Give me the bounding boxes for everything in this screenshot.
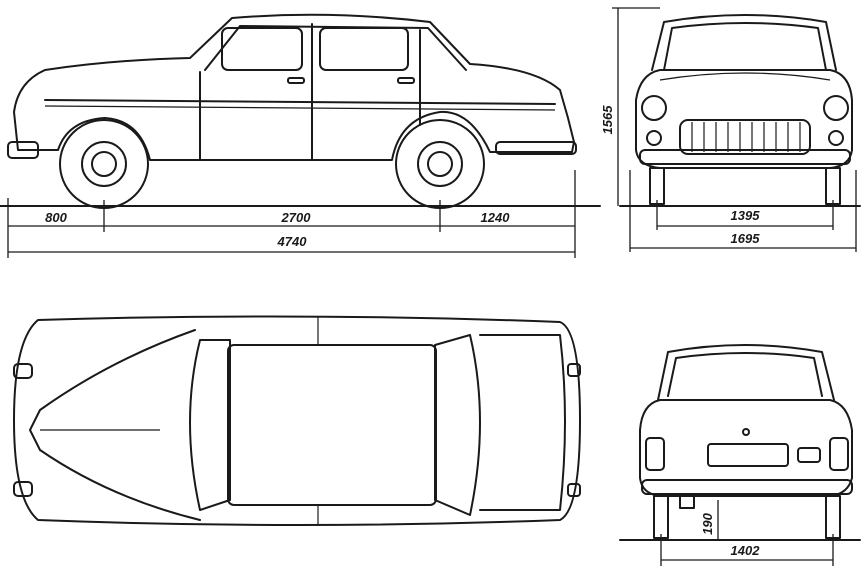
rear-dimensions: 190 1402 bbox=[660, 500, 834, 566]
front-roof-outline bbox=[651, 14, 837, 71]
rear-view bbox=[619, 344, 861, 541]
rear-trunk-lock bbox=[742, 428, 750, 436]
side-front-bumper bbox=[7, 141, 39, 159]
side-rear-hub-center bbox=[427, 151, 453, 177]
dim-ground-clearance: 190 bbox=[700, 512, 715, 534]
side-body-outline bbox=[13, 13, 575, 161]
rear-bumper bbox=[641, 479, 853, 495]
side-rear-tire bbox=[395, 119, 485, 209]
rear-window bbox=[667, 352, 823, 397]
dim-rear-track: 1402 bbox=[731, 543, 761, 558]
front-grille-bars bbox=[691, 122, 801, 152]
rear-roof-outline bbox=[657, 344, 835, 401]
rear-right-taillight bbox=[829, 437, 849, 471]
top-trunk-lid bbox=[479, 334, 566, 511]
rear-reverse-light bbox=[797, 447, 821, 463]
rear-left-tire bbox=[653, 495, 669, 539]
dim-height: 1565 bbox=[600, 105, 615, 135]
top-windshield bbox=[189, 339, 231, 511]
rear-license-plate bbox=[707, 443, 789, 467]
side-front-door-handle bbox=[287, 77, 305, 84]
side-rear-hubcap bbox=[417, 141, 463, 187]
side-roof-line bbox=[204, 25, 467, 71]
front-right-headlamp bbox=[823, 95, 849, 121]
side-rear-door-handle bbox=[397, 77, 415, 84]
dim-overall-length: 4740 bbox=[277, 234, 308, 249]
dim-overall-width: 1695 bbox=[731, 231, 761, 246]
side-front-window bbox=[221, 27, 303, 71]
top-roof-panel bbox=[227, 344, 437, 506]
side-rear-window bbox=[319, 27, 409, 71]
top-rear-window bbox=[434, 334, 481, 516]
front-dimensions: 1565 1395 1695 bbox=[600, 7, 857, 252]
side-trim-line-lower bbox=[44, 105, 556, 111]
side-view bbox=[0, 13, 601, 209]
dim-wheelbase: 2700 bbox=[281, 210, 312, 225]
front-left-headlamp bbox=[641, 95, 667, 121]
rear-right-tire bbox=[825, 495, 841, 539]
top-body-outline bbox=[13, 315, 581, 526]
side-trim-line bbox=[44, 99, 556, 105]
rear-exhaust bbox=[679, 495, 695, 509]
rear-left-taillight bbox=[645, 437, 665, 471]
front-grille bbox=[679, 119, 811, 155]
side-dimensions: 800 2700 1240 4740 bbox=[7, 170, 576, 258]
rear-body-outline bbox=[639, 399, 853, 497]
top-view bbox=[13, 315, 581, 526]
side-front-hubcap bbox=[81, 141, 127, 187]
side-front-hub-center bbox=[91, 151, 117, 177]
top-right-headlamp bbox=[13, 481, 33, 497]
front-windshield bbox=[663, 22, 827, 71]
top-hood-outline bbox=[29, 329, 201, 521]
side-front-tire bbox=[59, 119, 149, 209]
top-right-taillamp bbox=[567, 483, 581, 497]
front-view bbox=[619, 14, 861, 207]
dim-rear-overhang: 1240 bbox=[481, 210, 511, 225]
front-hood-line bbox=[659, 72, 831, 81]
front-left-tire bbox=[649, 167, 665, 205]
top-left-taillamp bbox=[567, 363, 581, 377]
dim-front-track: 1395 bbox=[731, 208, 761, 223]
front-left-foglamp bbox=[646, 130, 662, 146]
front-right-foglamp bbox=[828, 130, 844, 146]
top-left-headlamp bbox=[13, 363, 33, 379]
front-bumper bbox=[639, 149, 851, 165]
side-rear-bumper bbox=[495, 141, 577, 155]
dim-front-overhang: 800 bbox=[45, 210, 67, 225]
front-right-tire bbox=[825, 167, 841, 205]
front-body-outline bbox=[635, 69, 853, 169]
